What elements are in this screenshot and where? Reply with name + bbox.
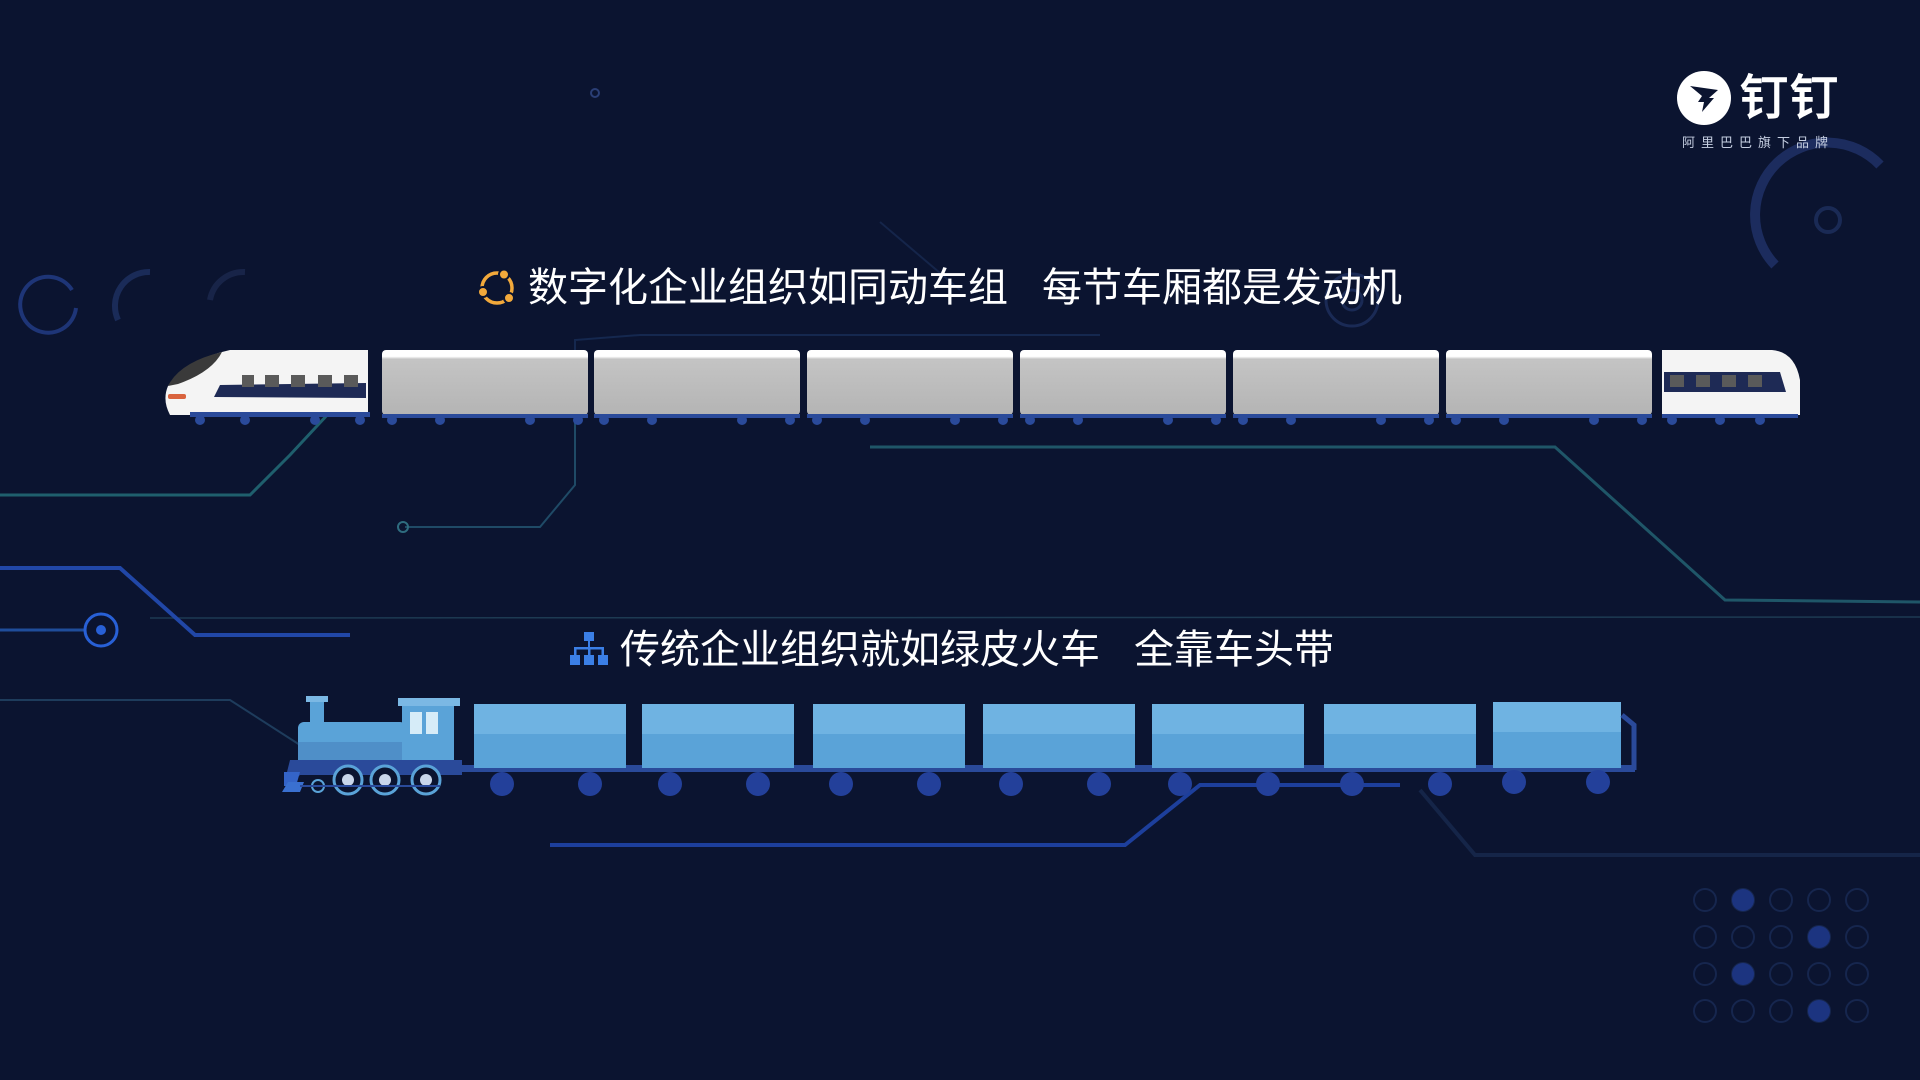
- headline-traditional-part2: 全靠车头带: [1134, 627, 1334, 673]
- steam-locomotive: [282, 696, 462, 796]
- headline-digital-part2: 每节车厢都是发动机: [1042, 265, 1402, 311]
- headline-digital-part1: 数字化企业组织如同动车组: [528, 265, 1008, 311]
- dingtalk-wing-icon: [1677, 71, 1731, 125]
- headline-traditional: 传统企业组织就如绿皮火车 全靠车头带: [568, 622, 1334, 678]
- dingtalk-logo: 钉钉 阿里巴巴旗下品牌: [1676, 66, 1846, 156]
- headline-digital: 数字化企业组织如同动车组 每节车厢都是发动机: [476, 260, 1402, 316]
- logo-tagline: 阿里巴巴旗下品牌: [1682, 136, 1835, 151]
- bullet-train-front-car: [165, 350, 370, 417]
- bullet-train-rear-car: [1662, 350, 1800, 418]
- bullet-train-middle-cars: [382, 350, 1652, 418]
- logo-name: 钉钉: [1740, 70, 1841, 126]
- circular-nodes-icon: [477, 268, 515, 305]
- headline-traditional-part1: 传统企业组织就如绿皮火车: [620, 627, 1100, 673]
- freight-cars: [474, 702, 1637, 770]
- org-chart-icon: [570, 632, 608, 665]
